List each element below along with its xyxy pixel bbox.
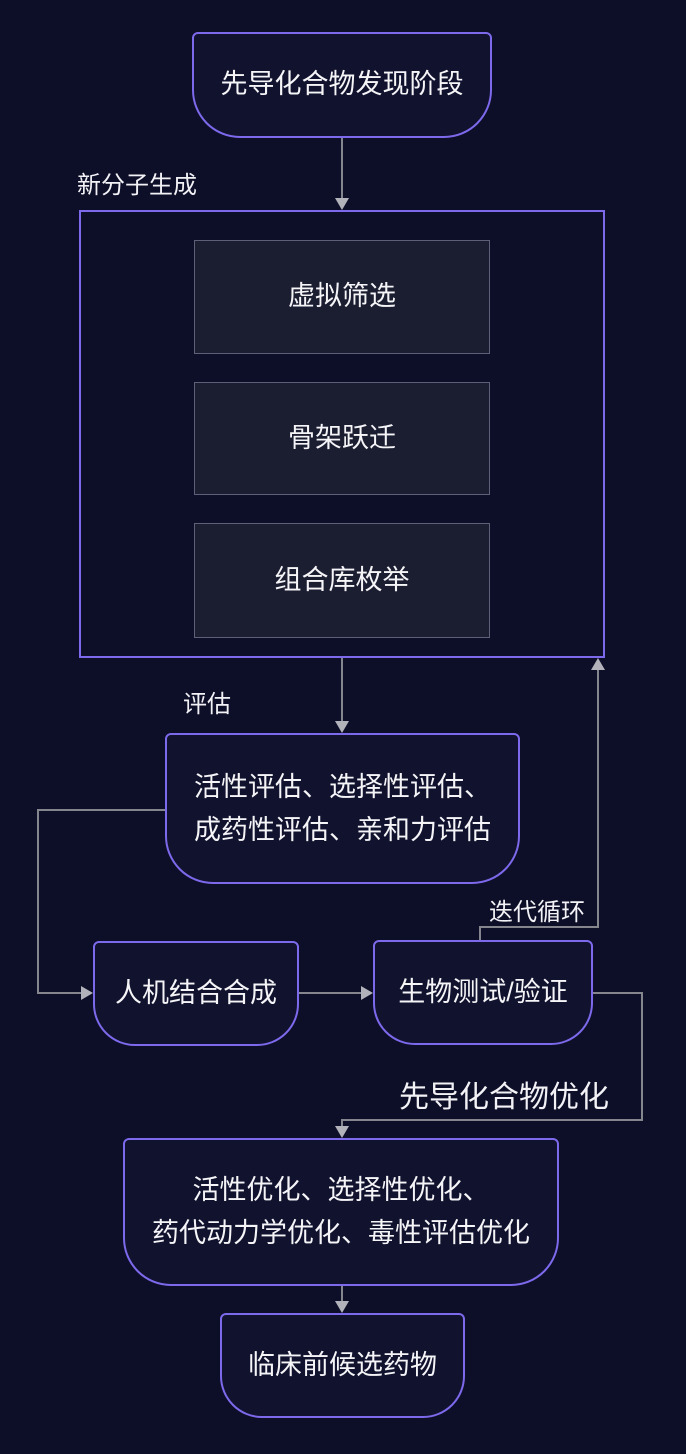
node-optimization: 活性优化、选择性优化、 药代动力学优化、毒性评估优化 — [123, 1138, 559, 1286]
connector-evaluation-to-synthesis — [37, 809, 39, 994]
arrowhead-down-icon — [335, 198, 349, 210]
connector-biotest-to-optimization — [341, 1119, 343, 1128]
node-human-machine-synthesis-label: 人机结合合成 — [115, 977, 277, 1008]
node-virtual-screening-label: 虚拟筛选 — [288, 281, 396, 312]
arrowhead-right-icon — [361, 986, 373, 1000]
arrowhead-down-icon — [335, 1126, 349, 1138]
node-lead-discovery: 先导化合物发现阶段 — [192, 32, 492, 138]
connector-evaluation-to-synthesis — [37, 809, 165, 811]
label-iteration-loop: 迭代循环 — [489, 899, 585, 926]
node-optimization-line2: 药代动力学优化、毒性评估优化 — [152, 1218, 530, 1248]
node-preclinical-candidate-label: 临床前候选药物 — [248, 1349, 437, 1380]
node-library-enumeration: 组合库枚举 — [194, 523, 490, 638]
connector-biotest-to-optimization — [341, 1119, 643, 1121]
label-evaluate: 评估 — [183, 691, 231, 718]
label-lead-optimization: 先导化合物优化 — [399, 1081, 609, 1114]
node-evaluation-line1: 活性评估、选择性评估、 — [194, 771, 491, 802]
arrowhead-up-icon — [591, 658, 605, 670]
connector-iteration-loop — [479, 926, 599, 928]
label-new-molecule-generation: 新分子生成 — [77, 172, 197, 199]
connector-lead-to-generation — [341, 138, 343, 200]
connector-synthesis-to-biotest — [299, 992, 361, 994]
node-evaluation-line2: 成药性评估、亲和力评估 — [194, 814, 491, 845]
node-bio-testing-label: 生物测试/验证 — [398, 976, 568, 1007]
node-evaluation: 活性评估、选择性评估、 成药性评估、亲和力评估 — [165, 733, 520, 884]
subgraph-molecule-generation — [79, 210, 605, 658]
node-optimization-line1: 活性优化、选择性优化、 — [192, 1175, 490, 1205]
arrowhead-down-icon — [335, 1301, 349, 1313]
arrowhead-right-icon — [81, 986, 93, 1000]
connector-iteration-loop — [479, 926, 481, 940]
node-human-machine-synthesis: 人机结合合成 — [93, 941, 299, 1046]
connector-evaluation-to-synthesis — [37, 992, 81, 994]
node-lead-discovery-label: 先导化合物发现阶段 — [220, 69, 464, 100]
node-library-enumeration-label: 组合库枚举 — [274, 564, 410, 595]
connector-biotest-to-optimization — [593, 992, 643, 994]
connector-iteration-loop — [597, 669, 599, 928]
node-bio-testing: 生物测试/验证 — [373, 940, 593, 1045]
node-preclinical-candidate: 临床前候选药物 — [220, 1313, 465, 1418]
connector-generation-to-evaluation — [341, 658, 343, 722]
arrowhead-down-icon — [335, 721, 349, 733]
node-scaffold-hopping-label: 骨架跃迁 — [288, 422, 396, 453]
connector-optimization-to-candidate — [341, 1286, 343, 1302]
connector-biotest-to-optimization — [641, 992, 643, 1121]
node-scaffold-hopping: 骨架跃迁 — [194, 382, 490, 495]
node-virtual-screening: 虚拟筛选 — [194, 240, 490, 354]
